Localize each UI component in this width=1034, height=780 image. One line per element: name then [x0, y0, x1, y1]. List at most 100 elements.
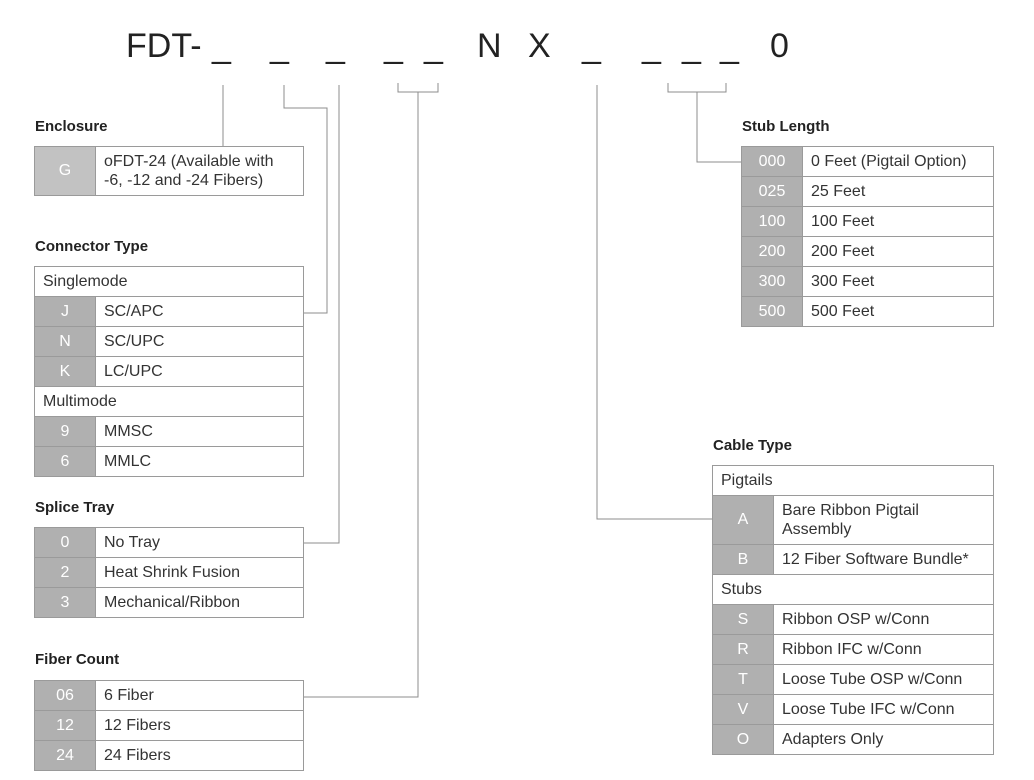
slot-cable-type: _ — [582, 27, 601, 65]
code-cell: 24 — [34, 740, 96, 771]
desc-cell: MMSC — [95, 416, 304, 447]
stub-length-connector-line — [696, 92, 741, 163]
slot-splice-tray: _ — [326, 27, 345, 65]
cable-type-connector-line — [596, 85, 713, 520]
desc-cell: 24 Fibers — [95, 740, 304, 771]
desc-cell: 0 Feet (Pigtail Option) — [802, 146, 994, 177]
slot-stub-length-1: _ — [642, 27, 661, 65]
code-cell: 2 — [34, 557, 96, 588]
desc-cell: Mechanical/Ribbon — [95, 587, 304, 618]
slot-fixed-n: N — [477, 27, 502, 65]
code-cell: 6 — [34, 446, 96, 477]
fiber-count-heading: Fiber Count — [35, 651, 120, 668]
code-cell: 200 — [741, 236, 803, 267]
code-cell: B — [712, 544, 774, 575]
group-row: Pigtails — [712, 465, 994, 496]
code-cell: G — [34, 146, 96, 196]
desc-cell: 12 Fiber Software Bundle* — [773, 544, 994, 575]
code-cell: J — [34, 296, 96, 327]
code-cell: S — [712, 604, 774, 635]
splice-tray-connector-line — [304, 85, 340, 544]
desc-cell: Loose Tube IFC w/Conn — [773, 694, 994, 725]
desc-cell: SC/UPC — [95, 326, 304, 357]
desc-cell: Bare Ribbon Pigtail Assembly — [773, 495, 994, 545]
desc-cell: SC/APC — [95, 296, 304, 327]
code-cell: 12 — [34, 710, 96, 741]
slot-fiber-count-1: _ — [384, 27, 403, 65]
desc-cell: Ribbon IFC w/Conn — [773, 634, 994, 665]
slot-connector-type: _ — [270, 27, 289, 65]
slot-enclosure: _ — [212, 27, 231, 65]
enclosure-heading: Enclosure — [35, 118, 108, 135]
group-label: Stubs — [712, 574, 994, 605]
desc-cell: 500 Feet — [802, 296, 994, 327]
desc-cell: 25 Feet — [802, 176, 994, 207]
code-cell: T — [712, 664, 774, 695]
connector-type-heading: Connector Type — [35, 238, 149, 255]
fiber-count-connector-line — [304, 92, 419, 698]
desc-cell: Heat Shrink Fusion — [95, 557, 304, 588]
desc-cell: 12 Fibers — [95, 710, 304, 741]
code-cell: N — [34, 326, 96, 357]
slot-fixed-x: X — [528, 27, 551, 65]
group-label: Pigtails — [712, 465, 994, 496]
desc-cell: No Tray — [95, 527, 304, 558]
code-cell: 000 — [741, 146, 803, 177]
desc-cell: LC/UPC — [95, 356, 304, 387]
slot-stub-length-2: _ — [682, 27, 701, 65]
code-cell: 025 — [741, 176, 803, 207]
code-cell: 500 — [741, 296, 803, 327]
desc-cell: MMLC — [95, 446, 304, 477]
group-row: Multimode — [34, 386, 304, 417]
code-cell: O — [712, 724, 774, 755]
stub-length-heading: Stub Length — [742, 118, 830, 135]
slot-fixed-0: 0 — [770, 27, 789, 65]
splice-tray-heading: Splice Tray — [35, 499, 115, 516]
code-cell: 9 — [34, 416, 96, 447]
part-number-prefix: FDT- — [126, 27, 202, 65]
slot-stub-length-3: _ — [720, 27, 739, 65]
desc-cell: Adapters Only — [773, 724, 994, 755]
code-cell: A — [712, 495, 774, 545]
desc-cell: 200 Feet — [802, 236, 994, 267]
code-cell: R — [712, 634, 774, 665]
desc-cell: oFDT-24 (Available with -6, -12 and -24 … — [95, 146, 304, 196]
code-cell: 0 — [34, 527, 96, 558]
code-cell: K — [34, 356, 96, 387]
desc-cell: Ribbon OSP w/Conn — [773, 604, 994, 635]
code-cell: V — [712, 694, 774, 725]
group-row: Stubs — [712, 574, 994, 605]
desc-cell: Loose Tube OSP w/Conn — [773, 664, 994, 695]
group-label: Multimode — [34, 386, 304, 417]
code-cell: 06 — [34, 680, 96, 711]
enclosure-table: G oFDT-24 (Available with -6, -12 and -2… — [34, 146, 304, 196]
stub-length-bracket — [667, 83, 727, 93]
slot-fiber-count-2: _ — [424, 27, 443, 65]
desc-cell: 6 Fiber — [95, 680, 304, 711]
